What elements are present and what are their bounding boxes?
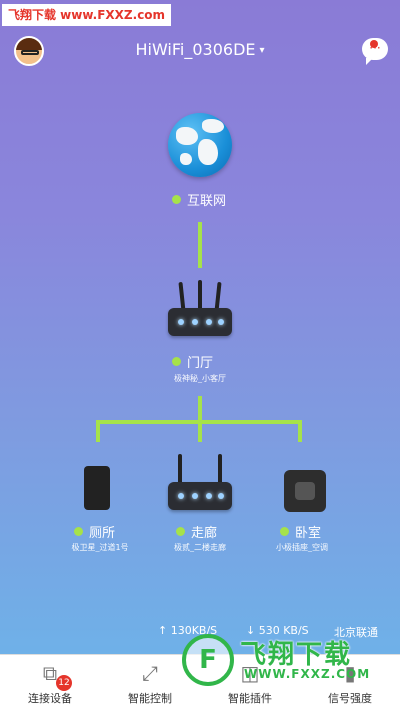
- router-led: [192, 319, 198, 325]
- smart-socket-icon[interactable]: [284, 470, 326, 512]
- expand-arrows-icon: ⤢: [142, 661, 158, 685]
- router-icon[interactable]: [168, 482, 232, 510]
- avatar-glasses: [21, 50, 39, 55]
- online-dot: [280, 527, 289, 536]
- signal-icon: ▮: [344, 661, 356, 685]
- avatar[interactable]: [14, 36, 44, 66]
- internet-label: 互联网: [187, 194, 227, 209]
- router-led: [178, 319, 184, 325]
- tab-label: 信号强度: [328, 692, 372, 705]
- watermark-title: 飞翔下载: [240, 640, 353, 670]
- link-line: [198, 396, 202, 422]
- ssid-label: HiWiFi_0306DE: [135, 40, 256, 59]
- child-label: 厕所: [89, 526, 116, 541]
- child-sub: 极卫星_过道1号: [71, 543, 129, 552]
- chevron-down-icon: ▾: [259, 45, 265, 56]
- globe-land: [202, 119, 224, 133]
- socket-outlet: [295, 482, 315, 500]
- globe-land: [176, 127, 198, 145]
- main-router-sub: 极神秘_小客厅: [174, 374, 226, 383]
- bottom-tab-bar: ⧉ 12 连接设备 ⤢ 智能控制 ◫ 智能插件 ▮ 信号强度: [0, 654, 400, 708]
- watermark-bottom: F 飞翔下载 WWW.FXXZ.COM: [182, 634, 392, 686]
- online-dot: [176, 527, 185, 536]
- router-led: [218, 319, 224, 325]
- child-label: 走廊: [191, 526, 218, 541]
- tab-smart-plugins[interactable]: ◫ 智能插件: [200, 655, 300, 708]
- tab-label: 连接设备: [28, 692, 72, 705]
- header: HiWiFi_0306DE▾ ···: [0, 34, 400, 70]
- avatar-hair: [16, 38, 42, 50]
- link-line: [198, 420, 202, 442]
- main-router-label: 门厅: [187, 356, 214, 371]
- ssid-selector[interactable]: HiWiFi_0306DE▾: [100, 40, 300, 59]
- watermark-logo: F: [182, 634, 234, 686]
- watermark-url: WWW.FXXZ.COM: [244, 667, 371, 681]
- internet-node-label: 互联网: [172, 190, 226, 209]
- devices-icon: ⧉: [42, 661, 58, 685]
- link-line: [298, 420, 302, 442]
- child-label-row: 卧室: [280, 522, 321, 541]
- device-count-badge: 12: [56, 675, 72, 691]
- child-label-row: 走廊: [176, 522, 217, 541]
- notification-dot: [370, 40, 378, 48]
- chat-bubble-icon[interactable]: ···: [362, 38, 388, 65]
- router-led: [178, 493, 184, 499]
- plugin-icon: ◫: [240, 661, 260, 685]
- watermark-top: 飞翔下载 www.FXXZ.com: [2, 4, 172, 26]
- online-dot: [172, 357, 181, 366]
- main-router-label-row: 门厅: [172, 352, 213, 371]
- router-antenna: [198, 280, 202, 312]
- online-dot: [74, 527, 83, 536]
- tab-label: 智能插件: [228, 692, 272, 705]
- globe-icon[interactable]: [168, 113, 232, 177]
- router-antenna: [178, 454, 182, 488]
- child-label: 卧室: [295, 526, 322, 541]
- child-label-row: 厕所: [74, 522, 115, 541]
- tab-smart-control[interactable]: ⤢ 智能控制: [100, 655, 200, 708]
- router-antenna: [218, 454, 222, 488]
- router-led: [206, 493, 212, 499]
- download-speed: ↓ 530 KB/S: [246, 624, 309, 637]
- repeater-icon[interactable]: [84, 466, 110, 510]
- tab-signal-strength[interactable]: ▮ 信号强度: [300, 655, 400, 708]
- link-line: [96, 420, 100, 442]
- tab-connected-devices[interactable]: ⧉ 12 连接设备: [0, 655, 100, 708]
- globe-land: [198, 139, 218, 165]
- router-led: [192, 493, 198, 499]
- child-sub: 极贰_二楼走廊: [174, 543, 226, 552]
- isp-label: 北京联通: [334, 626, 378, 639]
- upload-speed: ↑ 130KB/S: [158, 624, 218, 637]
- router-led: [218, 493, 224, 499]
- router-icon[interactable]: [168, 308, 232, 336]
- globe-land: [180, 153, 192, 165]
- child-sub: 小极插座_空调: [276, 543, 328, 552]
- link-line: [198, 222, 202, 268]
- router-led: [206, 319, 212, 325]
- online-dot: [172, 195, 181, 204]
- tab-label: 智能控制: [128, 692, 172, 705]
